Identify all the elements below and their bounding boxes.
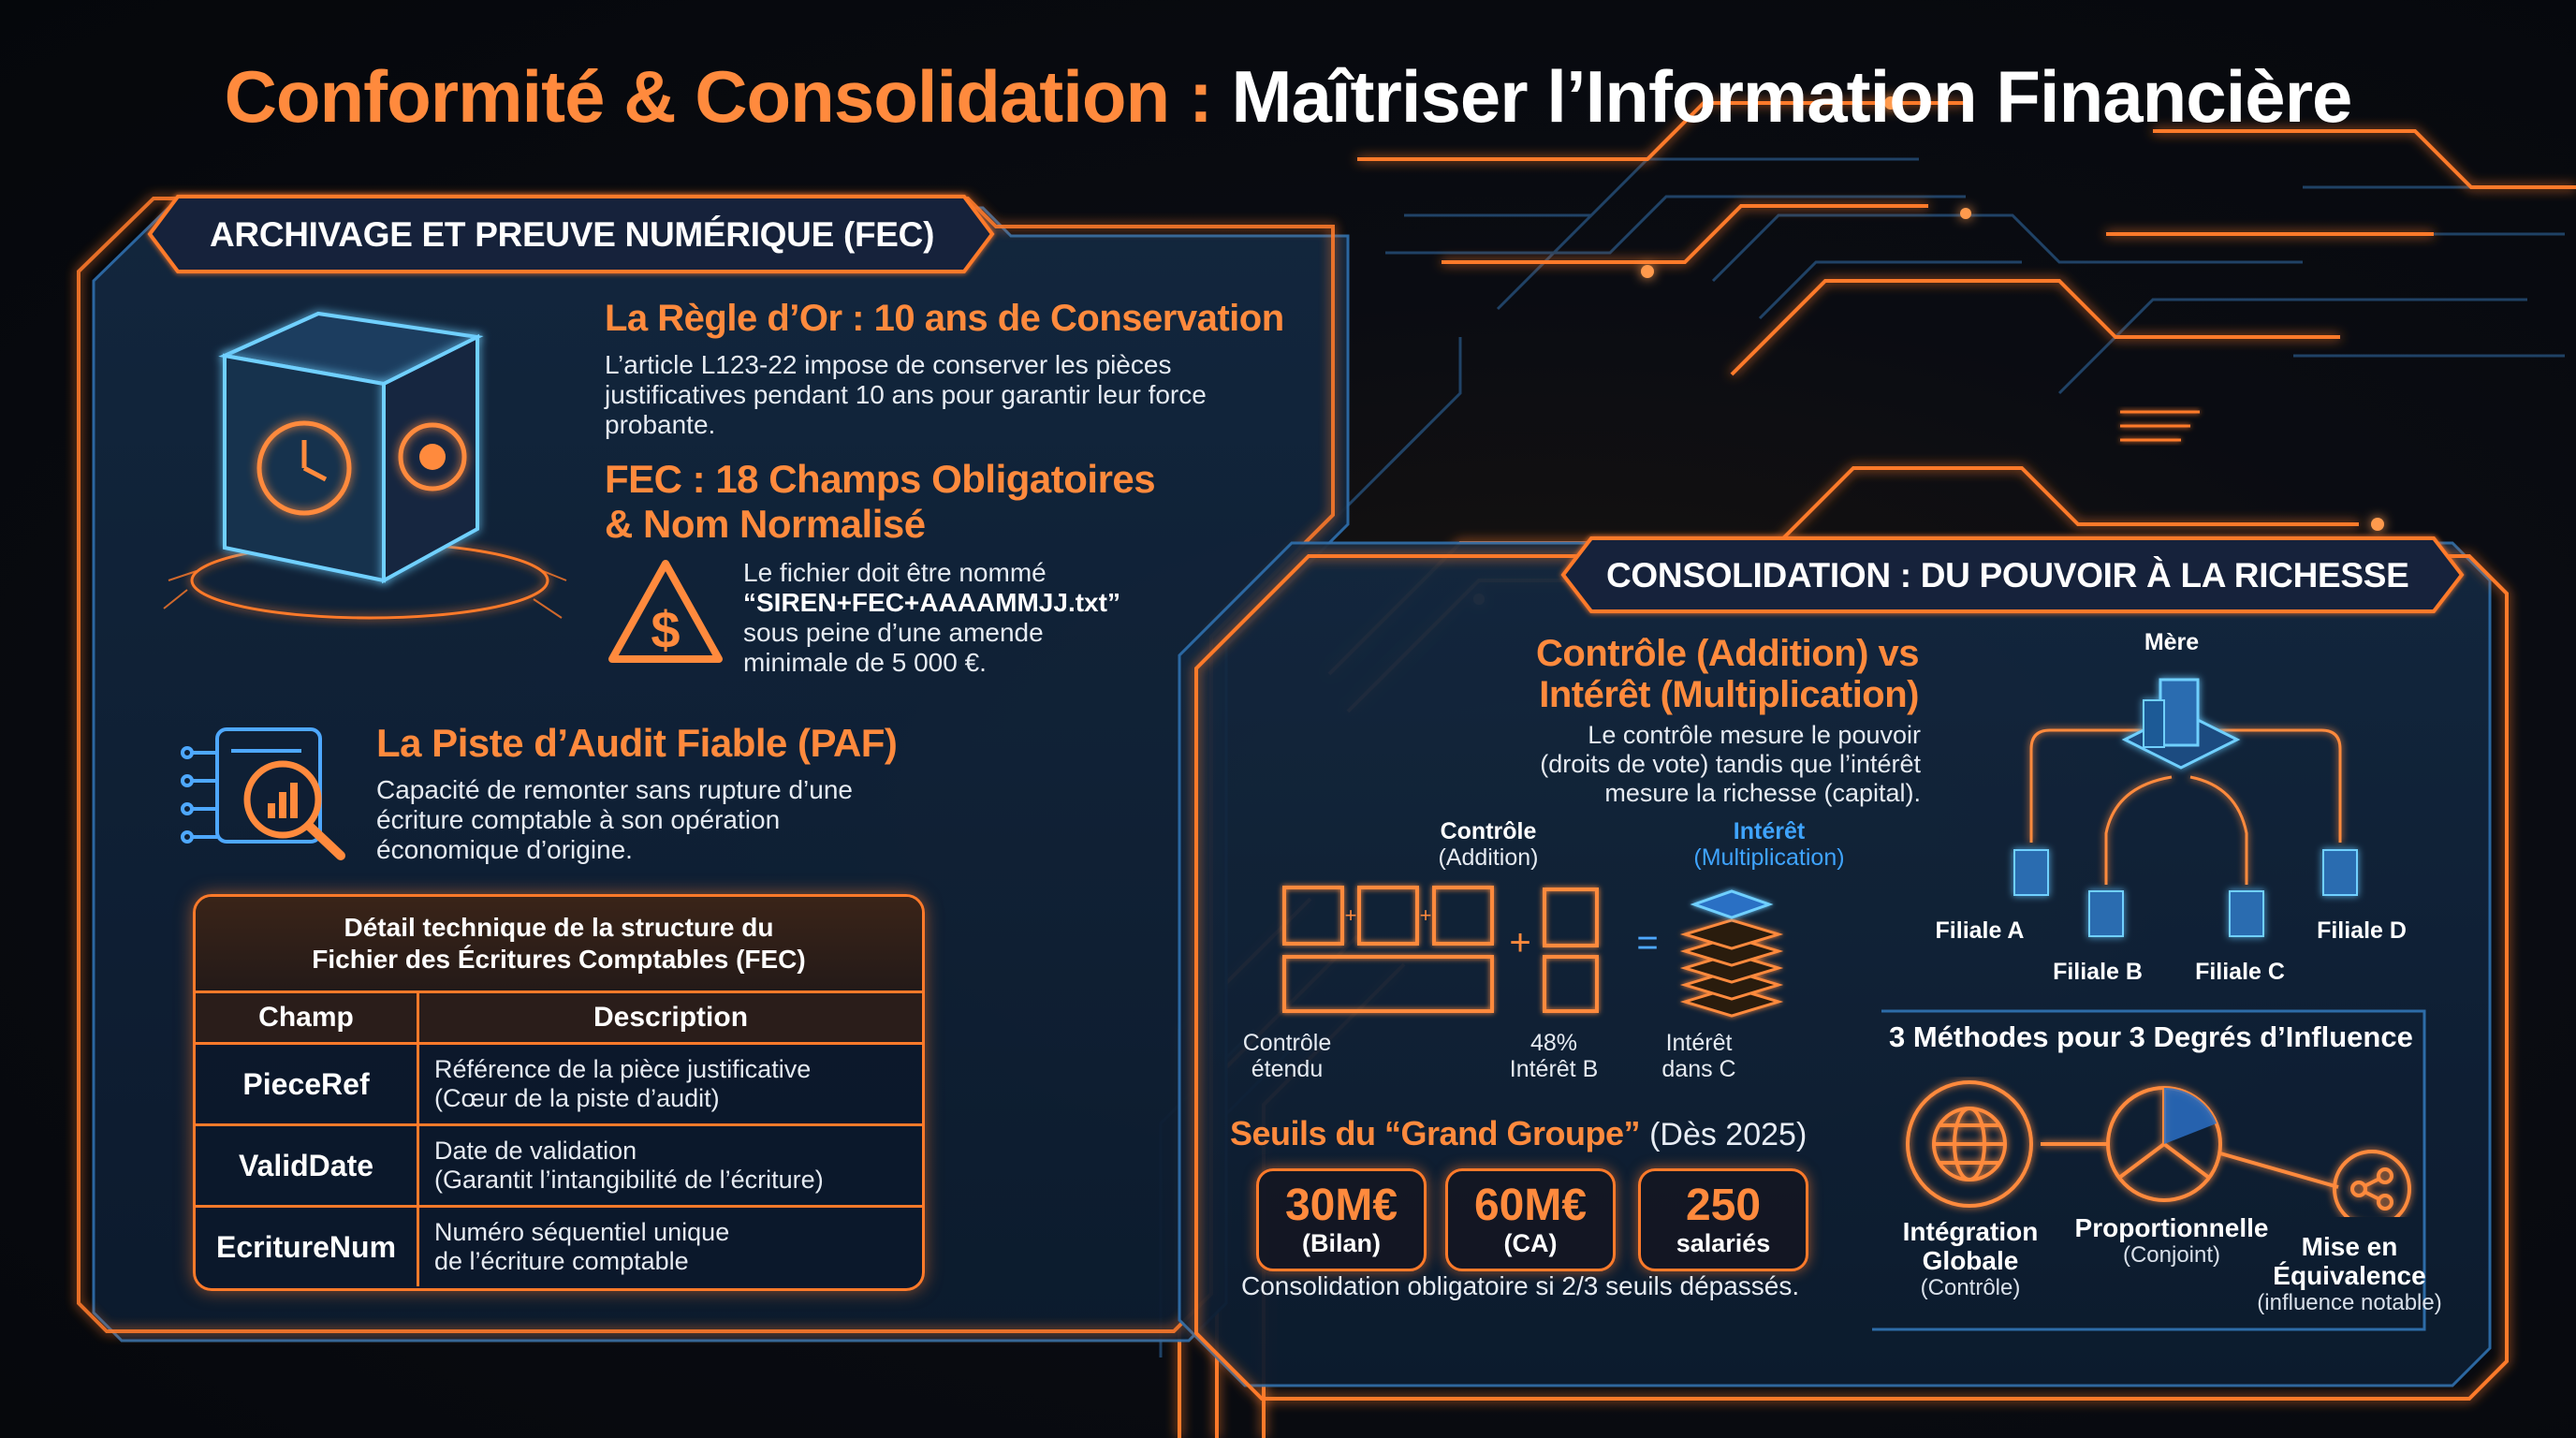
org-filiale-c: Filiale C (2195, 959, 2285, 985)
paf-text: Capacité de remonter sans rupture d’une … (376, 775, 853, 864)
warning-dollar-icon: $ (608, 560, 723, 663)
seuil-bilan: 30M€ (Bilan) (1256, 1168, 1427, 1271)
table-cell-champ: EcritureNum (196, 1208, 419, 1286)
methode-link (2219, 1152, 2339, 1189)
org-filiale-b: Filiale B (2053, 959, 2143, 985)
fec-header-champ: Champ (196, 993, 419, 1042)
table-cell-champ: ValidDate (196, 1126, 419, 1205)
fec-header-description: Description (593, 1002, 749, 1033)
org-chart (2013, 678, 2358, 937)
audit-search-icon (181, 727, 345, 860)
methodes-title: 3 Méthodes pour 3 Degrés d’Influence (1889, 1020, 2413, 1053)
org-link (2209, 728, 2342, 843)
caption-interet-c: Intérêt dans C (1661, 1030, 1736, 1082)
paf-title: La Piste d’Audit Fiable (PAF) (376, 721, 898, 765)
share-network-icon (2333, 1150, 2411, 1217)
controle-block (1432, 886, 1494, 946)
table-cell-champ: PieceRef (196, 1045, 419, 1123)
equals-sign: = (1636, 922, 1658, 963)
controle-block (1282, 886, 1344, 946)
methode-mise-en-equivalence: Mise en Équivalence (influence notable) (2257, 1232, 2442, 1315)
stack-layer (1679, 918, 1784, 950)
org-filiale-a: Filiale A (1935, 917, 2025, 944)
archivage-tab-label: ARCHIVAGE ET PREUVE NUMÉRIQUE (FEC) (210, 215, 935, 254)
caption-interet-b: 48% Intérêt B (1509, 1030, 1599, 1082)
fec-title: FEC : 18 Champs Obligatoires & Nom Norma… (605, 457, 1156, 546)
regle-text: L’article L123-22 impose de conserver le… (605, 350, 1207, 439)
filiale-c-building-icon (2229, 890, 2264, 937)
org-link (2104, 775, 2173, 885)
plus-sign: + (1509, 922, 1530, 963)
methode-integration-globale: Intégration Globale (Contrôle) (1902, 1217, 2039, 1300)
methode-proportionnelle: Proportionnelle (Conjoint) (2074, 1213, 2269, 1268)
fec-text: Le fichier doit être nommé “SIREN+FEC+AA… (743, 558, 1120, 677)
diagram-controle-label: Contrôle (Addition) (1438, 818, 1539, 871)
controle-block (1357, 886, 1419, 946)
consolidation-tab-label: CONSOLIDATION : DU POUVOIR À LA RICHESSE (1606, 556, 2409, 594)
diagram-interet-label: Intérêt (Multiplication) (1693, 818, 1845, 871)
seuils-note: Consolidation obligatoire si 2/3 seuils … (1241, 1271, 1800, 1300)
interet-b-block (1543, 955, 1599, 1013)
fec-table-header: Champ Description (196, 993, 922, 1045)
table-row: PieceRef Référence de la pièce justifica… (196, 1045, 922, 1126)
seuil-salaries: 250 salariés (1638, 1168, 1808, 1271)
controle-interet-title: Contrôle (Addition) vs Intérêt (Multipli… (1536, 633, 1919, 715)
page-title: Conformité & Consolidation : Maîtriser l… (224, 55, 2353, 138)
table-row: ValidDate Date de validation (Garantit l… (196, 1126, 922, 1208)
regle-title: La Règle d’Or : 10 ans de Conservation (605, 298, 1284, 339)
svg-text:$: $ (651, 600, 680, 659)
table-cell-description: Date de validation (Garantit l’intangibi… (434, 1137, 824, 1194)
safe-icon (163, 311, 567, 620)
fec-table: Détail technique de la structure du Fich… (193, 894, 925, 1291)
plus-sign: + (1345, 903, 1357, 927)
filiale-b-building-icon (2088, 890, 2124, 937)
controle-block (1282, 955, 1494, 1013)
org-mere-label: Mère (2144, 629, 2200, 655)
filiale-a-building-icon (2013, 849, 2049, 896)
table-row: EcritureNum Numéro séquentiel unique de … (196, 1208, 922, 1286)
filiale-d-building-icon (2322, 849, 2358, 896)
pie-slice (2164, 1087, 2217, 1144)
table-cell-description: Référence de la pièce justificative (Cœu… (434, 1055, 812, 1112)
interet-b-block (1543, 888, 1599, 947)
globe-icon (1906, 1080, 2033, 1208)
org-filiale-d: Filiale D (2317, 917, 2407, 944)
seuil-ca: 60M€ (CA) (1445, 1168, 1616, 1271)
plus-sign: + (1420, 903, 1432, 927)
caption-controle-etendu: Contrôle étendu (1242, 1030, 1332, 1082)
table-cell-description: Numéro séquentiel unique de l’écriture c… (434, 1218, 730, 1275)
org-link (2189, 775, 2248, 885)
mere-building-icon (2121, 678, 2241, 770)
fec-table-caption: Détail technique de la structure du Fich… (196, 897, 922, 993)
methodes-icons (1906, 1080, 2411, 1217)
org-link (2029, 728, 2172, 843)
stack-top-layer (1690, 889, 1774, 919)
controle-interet-diagram: + + + = (1282, 886, 1784, 1018)
controle-interet-text: Le contrôle mesure le pouvoir (droits de… (1540, 721, 1921, 807)
seuils-title: Seuils du “Grand Groupe” (Dès 2025) (1230, 1114, 1808, 1152)
